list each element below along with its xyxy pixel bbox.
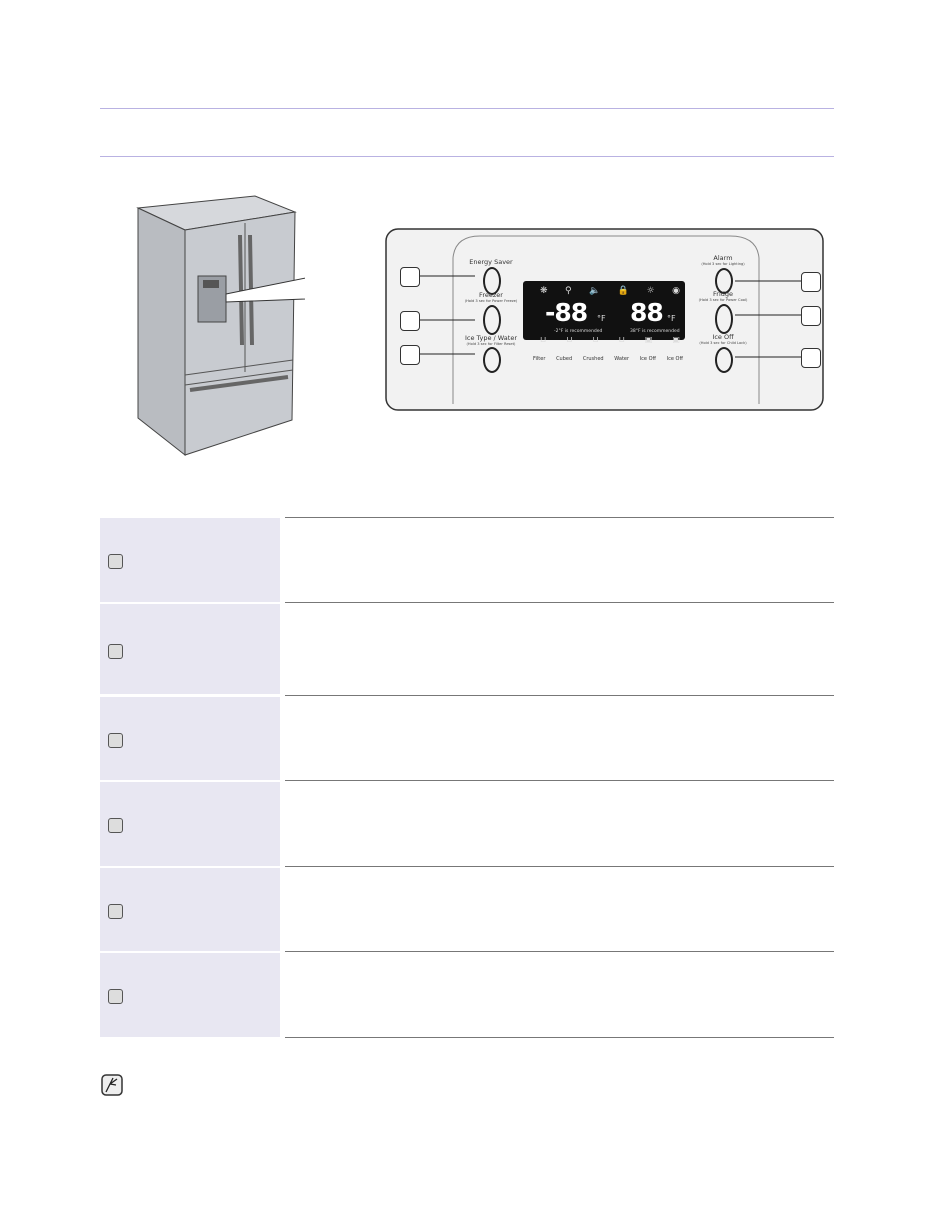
ice-off-label: Ice Off: [712, 333, 734, 341]
label-ice-off-2: Ice Off: [666, 356, 683, 362]
row-divider: [285, 866, 834, 867]
refrigerator-illustration: [136, 195, 305, 457]
callout-box-3: [400, 345, 420, 365]
power-freeze-icon: ⚲: [565, 286, 572, 296]
crushed-ice-icon: ⊔: [592, 335, 599, 344]
table-row-5-label: [100, 868, 280, 951]
row-divider: [285, 951, 834, 952]
table-row-6-label: [100, 953, 280, 1037]
callout-box-5: [801, 306, 821, 326]
display-top-icons: ❋ ⚲ 🔈 🔒 ☼ ◉: [540, 286, 680, 296]
freezer-temp: -88: [545, 298, 588, 327]
child-lock-icon: 🔒: [617, 286, 630, 296]
callout-box-6: [801, 348, 821, 368]
table-row-1-label: [100, 518, 280, 602]
energy-saver-button[interactable]: [483, 267, 501, 295]
filter-icon: ⊔: [540, 335, 547, 344]
alarm-icon: 🔈: [589, 286, 601, 296]
fridge-sub: (Hold 3 sec for Power Cool): [698, 298, 748, 302]
row-divider: [285, 1037, 834, 1038]
ice-off-sub: (Hold 3 sec for Child Lock): [699, 341, 747, 345]
fridge-button[interactable]: [715, 304, 733, 334]
label-crushed: Crushed: [582, 356, 604, 362]
freezer-note: -2°F is recommended: [554, 329, 603, 334]
callout-box-2: [400, 311, 420, 331]
ice-off-icon: ▣: [644, 335, 653, 344]
number-badge: [108, 989, 123, 1004]
display-bottom-labels: Filter Cubed Crushed Water Ice Off Ice O…: [533, 356, 683, 362]
note-icon: [101, 1074, 123, 1096]
filter-icon: ◉: [672, 286, 680, 296]
freezer-sub: (Hold 3 sec for Power Freeze): [464, 299, 518, 303]
fridge-temp: 88: [630, 298, 664, 327]
ice-type-water-sub: (Hold 3 sec for Filter Reset): [466, 342, 516, 346]
fridge-unit: °F: [667, 314, 676, 323]
alarm-sub: (Hold 3 sec for Lighting): [701, 262, 745, 266]
label-filter: Filter: [533, 356, 546, 362]
table-row-4-label: [100, 782, 280, 866]
lighting-icon: ☼: [646, 286, 655, 296]
number-badge: [108, 904, 123, 919]
label-water: Water: [614, 356, 630, 362]
alarm-label: Alarm: [713, 254, 733, 262]
fridge-note: 38°F is recommended: [630, 329, 680, 334]
header-rule-top: [100, 108, 834, 109]
fridge-label: Fridge: [713, 290, 733, 298]
ice-type-water-button[interactable]: [483, 347, 501, 373]
row-divider: [285, 695, 834, 696]
row-divider: [285, 602, 834, 603]
callout-box-1: [400, 267, 420, 287]
cubed-ice-icon: ⊔: [566, 335, 573, 344]
display-bottom-icons: ⊔ ⊔ ⊔ ⊔ ▣ ▣: [540, 335, 680, 344]
label-cubed: Cubed: [556, 356, 573, 362]
label-ice-off: Ice Off: [639, 356, 656, 362]
ice-type-water-label: Ice Type / Water: [464, 334, 518, 342]
callout-box-4: [801, 272, 821, 292]
freezer-unit: °F: [597, 314, 606, 323]
table-row-3-label: [100, 697, 280, 780]
number-badge: [108, 818, 123, 833]
number-badge: [108, 554, 123, 569]
control-panel: Energy Saver Freezer (Hold 3 sec for Pow…: [385, 228, 825, 412]
alarm-button[interactable]: [715, 268, 733, 294]
header-rule-bottom: [100, 156, 834, 157]
number-badge: [108, 733, 123, 748]
number-badge: [108, 644, 123, 659]
row-divider: [285, 780, 834, 781]
freezer-button[interactable]: [483, 305, 501, 335]
row-divider: [285, 517, 834, 518]
table-row-2-label: [100, 604, 280, 694]
energy-saver-icon: ❋: [540, 286, 548, 296]
freezer-label: Freezer: [479, 291, 503, 299]
ice-off-icon: ▣: [672, 335, 680, 344]
water-icon: ⊔: [618, 335, 625, 344]
energy-saver-label: Energy Saver: [469, 258, 513, 266]
ice-off-button[interactable]: [715, 347, 733, 373]
